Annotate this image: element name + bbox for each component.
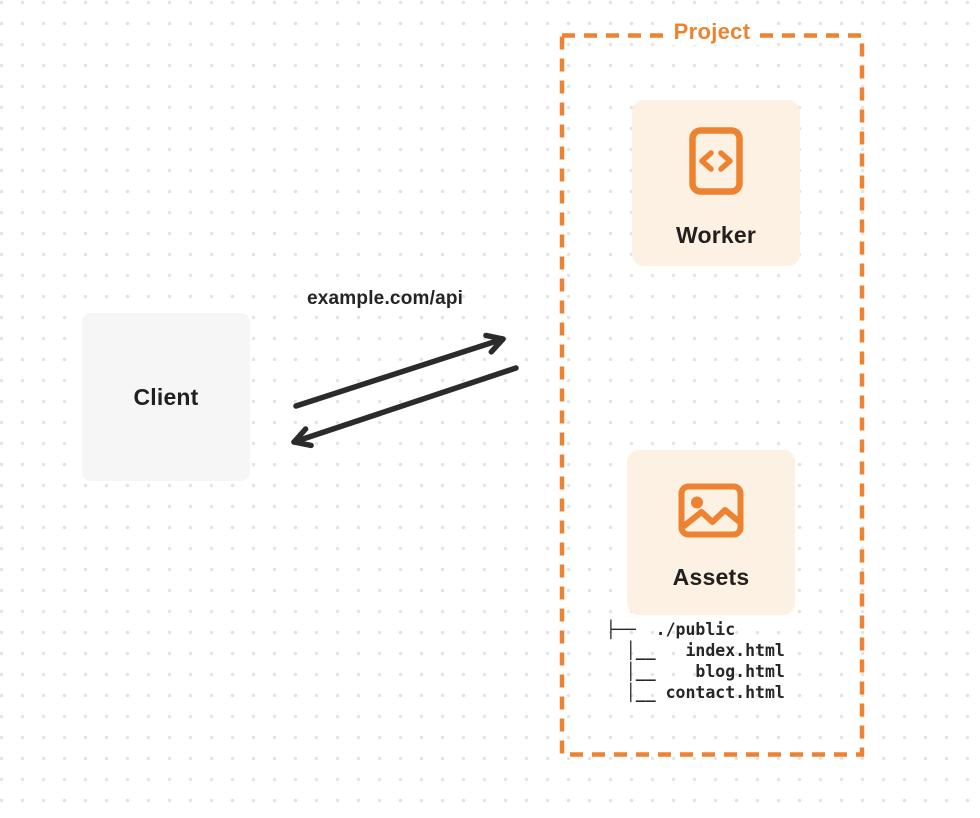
project-group-header: Project (562, 19, 862, 45)
project-label: Project (664, 19, 760, 45)
client-node: Client (82, 313, 250, 481)
request-url-label: example.com/api (307, 288, 464, 309)
assets-node: Assets (627, 450, 795, 615)
request-arrow (293, 332, 506, 409)
assets-label: Assets (672, 564, 750, 590)
worker-node: Worker (632, 100, 800, 266)
code-file-icon (689, 127, 743, 195)
image-icon (678, 483, 744, 538)
client-label: Client (133, 383, 199, 410)
worker-label: Worker (675, 222, 757, 248)
file-tree: ├── ./public │__ index.html │__ blog.htm… (606, 620, 785, 702)
response-arrow (291, 365, 519, 449)
